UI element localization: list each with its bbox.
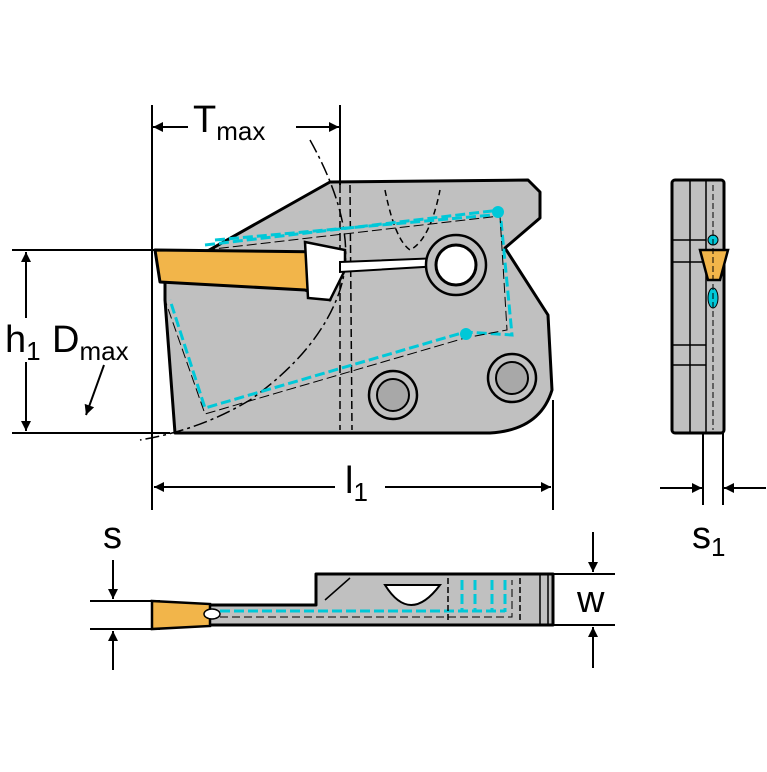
coolant-port-top [492,206,504,218]
insert-clamp [303,240,347,302]
side-view [139,139,554,441]
end-insert [698,248,730,282]
dmax-leader [84,364,105,416]
coolant-channels [168,208,514,410]
coolant-port-mid [460,328,472,340]
top-insert [150,599,212,631]
dim-s1: s1 [660,433,766,562]
dim-l1: l1 [154,400,554,510]
dim-h1: h1 Dmax [5,249,170,434]
dim-s: s [90,515,160,670]
top-coolant-port [203,608,221,620]
top-pocket [383,584,443,606]
dim-tmax: Tmax [151,99,341,510]
clamp-hole-inner [434,243,478,287]
dim-w: w [553,532,615,668]
label-h1: h1 [5,319,41,366]
label-tmax: Tmax [193,99,265,146]
cut-arc [139,139,347,441]
label-w: w [576,579,605,621]
end-view [670,178,730,435]
top-coolant-channels [220,580,507,613]
mount-hole-left-inner [376,378,410,412]
label-l1: l1 [345,460,368,507]
coolant-channels-outline [164,215,508,415]
top-view [150,572,555,631]
centerline-vertical-2 [349,184,353,431]
mount-hole-right-inner [495,361,529,395]
label-dmax: Dmax [52,319,129,366]
label-s: s [103,515,122,557]
label-s1: s1 [692,515,725,562]
